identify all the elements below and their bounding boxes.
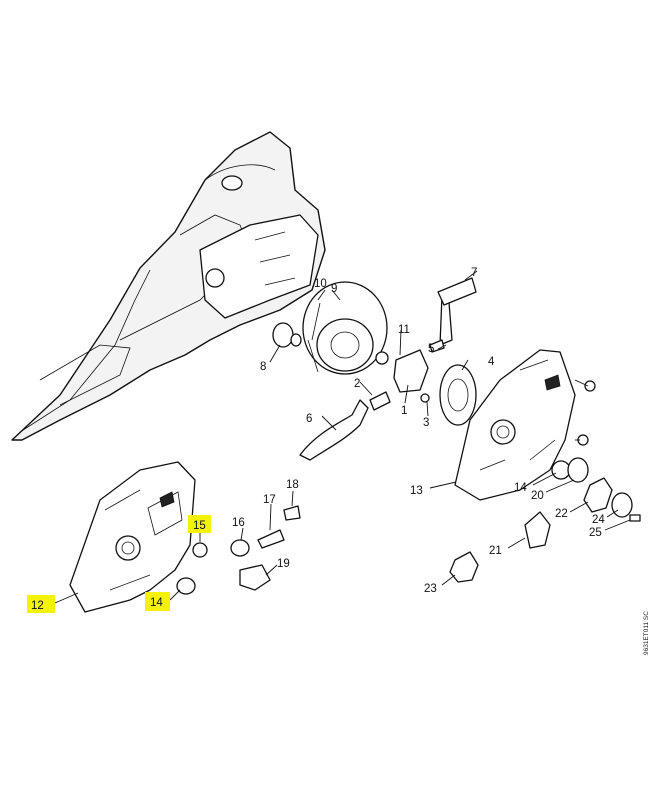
callout-24: 24 (592, 514, 605, 526)
callout-4: 4 (488, 356, 495, 368)
callout-6: 6 (306, 413, 312, 425)
callout-21: 21 (489, 545, 502, 557)
callout-5: 5 (428, 343, 434, 355)
callout-8: 8 (260, 361, 266, 373)
callout-14-right: 14 (514, 482, 527, 494)
highlight-14 (145, 592, 170, 611)
callout-13: 13 (410, 485, 423, 497)
side-cover-left (69, 461, 196, 613)
drive-gear (439, 364, 477, 426)
callout-15: 15 (193, 520, 206, 532)
drawing-code: 9631ET011 SC (643, 611, 650, 655)
callout-10: 10 (314, 278, 327, 290)
callout-9: 9 (331, 283, 337, 295)
callout-16: 16 (232, 517, 245, 529)
callout-2: 2 (354, 378, 360, 390)
callout-12: 12 (31, 600, 44, 612)
highlight-15 (188, 515, 211, 533)
side-cover-right (454, 349, 576, 501)
highlight-12 (27, 595, 55, 613)
saw-housing (11, 131, 326, 441)
callout-17: 17 (263, 494, 276, 506)
callout-labels: 1 2 3 4 5 6 7 8 9 10 11 12 13 14 14 15 1… (31, 267, 605, 612)
callout-22: 22 (555, 508, 568, 520)
callout-18: 18 (286, 479, 299, 491)
callout-14-left: 14 (150, 597, 163, 609)
callout-19: 19 (277, 558, 290, 570)
callout-20: 20 (531, 490, 544, 502)
callout-25: 25 (589, 527, 602, 539)
leader-lines (54, 270, 631, 604)
small-parts (176, 277, 641, 595)
callout-11: 11 (398, 324, 410, 336)
callout-23: 23 (424, 583, 437, 595)
callout-1: 1 (401, 405, 407, 417)
callout-7: 7 (471, 267, 477, 279)
callout-3: 3 (423, 417, 429, 429)
clutch-drum (302, 281, 388, 375)
